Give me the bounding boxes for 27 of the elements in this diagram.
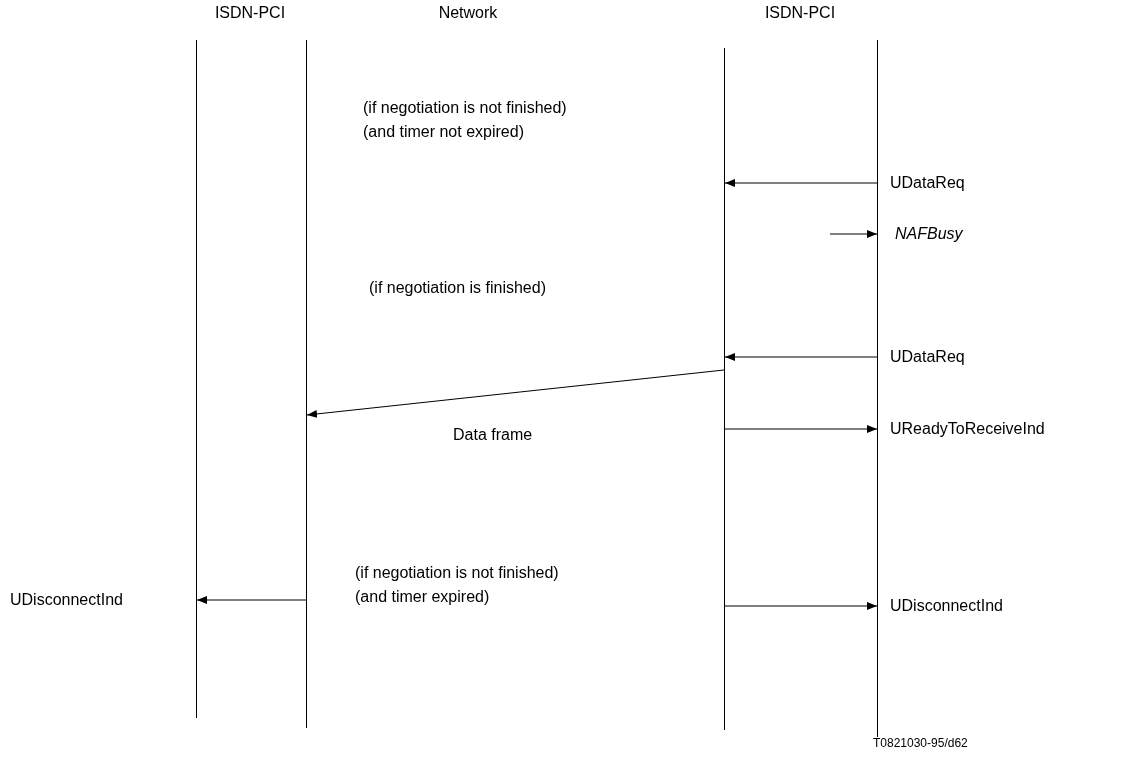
lifeline-header: ISDN-PCI xyxy=(214,4,286,22)
edge-label: UDataReq xyxy=(890,174,965,192)
lifeline-header: ISDN-PCI xyxy=(764,4,836,22)
lifeline xyxy=(877,40,878,737)
lifeline xyxy=(724,48,725,730)
arrow xyxy=(724,602,878,610)
arrow xyxy=(724,425,878,433)
condition-note: (if negotiation is not finished) xyxy=(355,564,559,582)
condition-note: (if negotiation is finished) xyxy=(369,279,546,297)
figure-code: T0821030-95/d62 xyxy=(873,735,968,752)
edge-label: NAFBusy xyxy=(895,225,963,243)
lifeline xyxy=(306,40,307,728)
arrow xyxy=(306,369,725,418)
arrow xyxy=(829,230,878,238)
lifeline-header: Network xyxy=(438,4,498,22)
condition-note: (and timer not expired) xyxy=(363,123,524,141)
arrow xyxy=(196,596,307,604)
edge-label: UDisconnectInd xyxy=(10,591,123,609)
edge-label: UReadyToReceiveInd xyxy=(890,420,1045,438)
lifeline xyxy=(196,40,197,718)
arrow xyxy=(724,179,878,187)
edge-label: UDataReq xyxy=(890,348,965,366)
edge-label: UDisconnectInd xyxy=(890,597,1003,615)
condition-note: (and timer expired) xyxy=(355,588,490,606)
arrow xyxy=(724,353,878,361)
edge-label: Data frame xyxy=(453,426,533,444)
condition-note: (if negotiation is not finished) xyxy=(363,99,567,117)
